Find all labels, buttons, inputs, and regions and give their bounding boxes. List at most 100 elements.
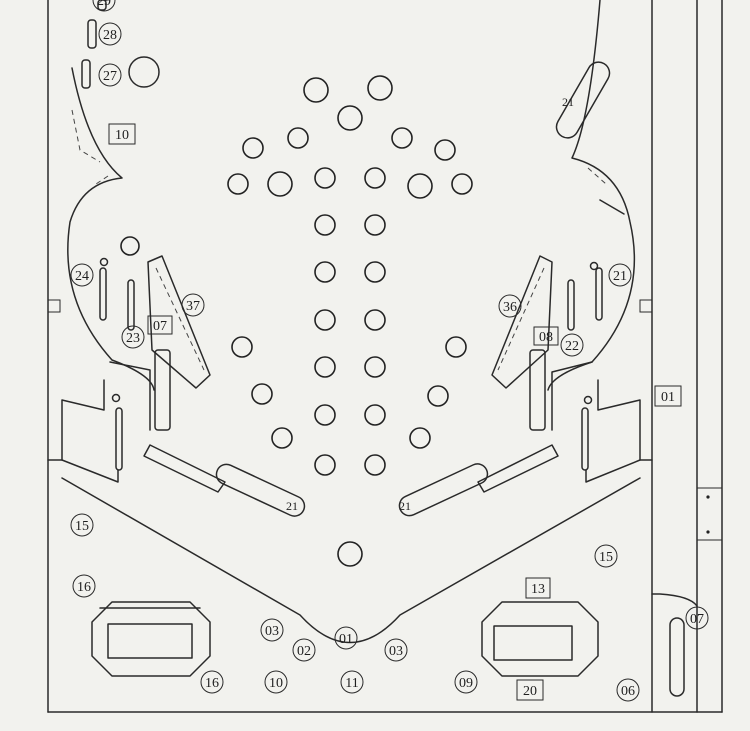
bumper-hole [337,105,363,131]
bumper-hole [337,541,363,567]
part-number-label: 16 [77,580,91,595]
label-circle [260,618,284,642]
part-number-label: 29 [97,0,111,9]
bumper-hole [314,214,336,236]
box-labels: 10 07 08 01 13 20 [108,123,682,701]
part-number-label: 10 [115,128,129,143]
label-circle [685,606,709,630]
part-number-label: 01 [339,632,353,647]
part-number-label: 20 [523,684,537,699]
label-circle [498,294,522,318]
bumper-hole [314,404,336,426]
text-labels: 21 21 21 [286,95,574,513]
part-number-label: 11 [345,676,358,691]
bumper-hole [364,309,386,331]
part-number-label: 28 [103,28,117,43]
label-box [533,326,559,346]
bumper-hole [407,173,433,199]
label-circle [454,670,478,694]
bumper-hole [120,236,140,256]
bumper-hole [364,404,386,426]
label-circle [292,638,316,662]
bumper-hole [445,336,467,358]
label-circle [264,670,288,694]
part-number-label: 21 [399,499,411,513]
bumper-hole [409,427,431,449]
bumper-hole [314,356,336,378]
label-circle [334,626,358,650]
part-number-label: 02 [297,644,311,659]
part-number-label: 03 [389,644,403,659]
part-number-label: 10 [269,676,283,691]
bumper-hole [231,336,253,358]
label-circle [98,63,122,87]
label-box [516,679,544,701]
part-number-label: 37 [186,299,200,314]
outhole-saucers [91,601,599,677]
bumper-hole [314,167,336,189]
right-slingshot [491,255,553,389]
label-circle [340,670,364,694]
bumper-hole-pattern [120,75,473,567]
bumper-hole [287,127,309,149]
part-number-label: 03 [265,624,279,639]
part-number-label: 15 [75,519,89,534]
part-number-label: 07 [690,612,704,627]
label-circle [384,638,408,662]
label-circle [560,333,584,357]
bumper-hole [427,385,449,407]
playfield-frame [47,0,723,713]
bumper-hole [314,261,336,283]
bumper-hole [267,171,293,197]
apron-outline [61,477,641,644]
bumper-hole [367,75,393,101]
bumper-hole [364,356,386,378]
part-number-label: 27 [103,69,117,84]
bumper-hole [364,214,386,236]
part-number-label: 36 [503,300,517,315]
bumper-hole [314,454,336,476]
left-upper-arch [61,67,155,461]
bumper-hole [314,309,336,331]
label-box [654,385,682,407]
part-number-label: 07 [153,319,167,334]
lane-guides [99,257,685,697]
part-number-label: 23 [126,331,140,346]
bumper-hole [271,427,293,449]
label-circle [200,670,224,694]
bumper-hole [451,173,473,195]
right-upper-arch [547,0,641,461]
label-circle [181,293,205,317]
bumper-hole [251,383,273,405]
part-number-label: 24 [75,269,89,284]
part-number-label: 15 [599,550,613,565]
side-walls [47,299,653,483]
part-number-label: 21 [613,269,627,284]
label-circle [92,0,116,12]
label-circle [70,263,94,287]
label-circle [72,574,96,598]
label-box [525,577,551,599]
label-circle [70,513,94,537]
bumper-hole [242,137,264,159]
left-slingshot [147,255,211,389]
label-box [147,315,173,335]
bumper-hole [434,139,456,161]
label-circle [616,678,640,702]
bumper-hole [364,261,386,283]
bumper-hole [227,173,249,195]
part-number-label: 08 [539,330,553,345]
label-circle [594,544,618,568]
label-box [108,123,136,145]
bumper-hole [364,167,386,189]
part-number-label: 09 [459,676,473,691]
part-number-label: 21 [562,95,574,109]
top-left-lanes [81,0,160,89]
part-number-label: 13 [531,582,545,597]
part-number-label: 21 [286,499,298,513]
flippers [143,349,559,517]
label-circle [608,263,632,287]
label-circle [98,22,122,46]
